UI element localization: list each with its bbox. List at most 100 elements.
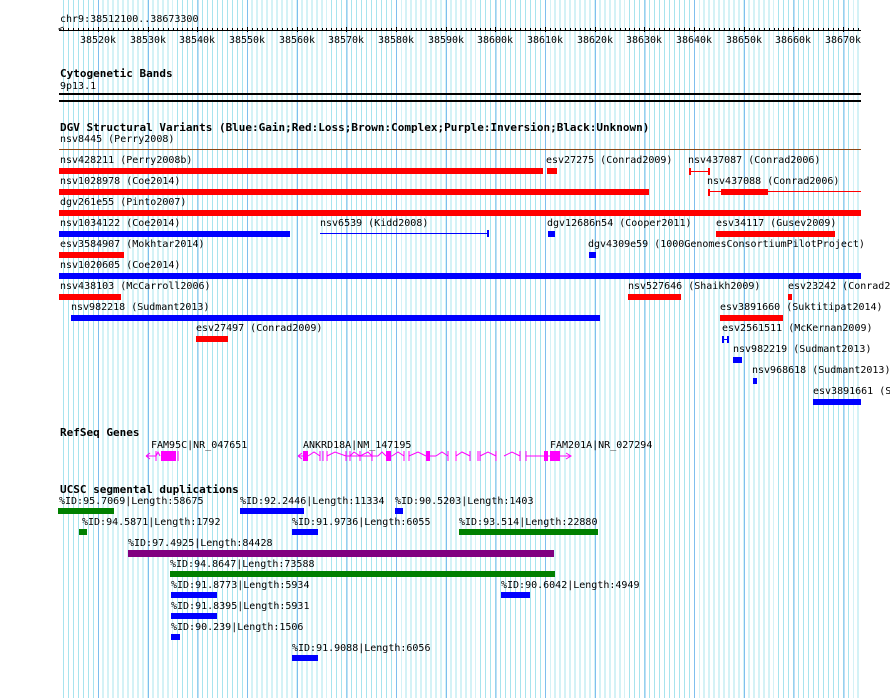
feature-bar[interactable] <box>59 149 861 150</box>
segdup-bar[interactable] <box>501 592 530 598</box>
segdup-label[interactable]: %ID:93.514|Length:22880 <box>459 517 598 528</box>
segdup-bar[interactable] <box>292 655 318 661</box>
feature-label[interactable]: dgv261e55 (Pinto2007) <box>60 197 187 208</box>
segdup-label[interactable]: %ID:91.9088|Length:6056 <box>292 643 431 654</box>
ruler-tick <box>585 28 586 31</box>
scroll-left-arrow-icon[interactable]: < <box>58 24 65 35</box>
ruler-tick-label: 38570k <box>327 35 365 46</box>
feature-label[interactable]: esv3891660 (Suktitipat2014) <box>720 302 883 313</box>
segdup-bar[interactable] <box>240 508 304 514</box>
ruler-tick <box>451 28 452 31</box>
ruler-tick-label: 38670k <box>824 35 862 46</box>
feature-bar[interactable] <box>59 273 861 279</box>
segdup-label[interactable]: %ID:90.239|Length:1506 <box>171 622 304 633</box>
segdup-bar[interactable] <box>292 529 318 535</box>
segdup-bar[interactable] <box>459 529 598 535</box>
feature-label[interactable]: nsv437088 (Conrad2006) <box>707 176 840 187</box>
ruler-tick <box>257 28 258 31</box>
ruler-tick <box>530 28 531 31</box>
feature-label[interactable]: dgv4309e59 (1000GenomesConsortiumPilotPr… <box>588 239 865 250</box>
segdup-label[interactable]: %ID:91.8773|Length:5934 <box>171 580 310 591</box>
feature-bar[interactable] <box>753 378 757 384</box>
feature-label[interactable]: dgv12686n54 (Cooper2011) <box>547 218 692 229</box>
feature-bar[interactable] <box>196 336 228 342</box>
segdup-bar[interactable] <box>58 508 114 514</box>
feature-bar[interactable] <box>733 357 742 363</box>
feature-bar[interactable] <box>59 252 124 258</box>
feature-label[interactable]: esv27497 (Conrad2009) <box>196 323 323 334</box>
feature-bar[interactable] <box>628 294 681 300</box>
gene-label[interactable]: FAM201A|NR_027294 <box>550 440 653 451</box>
feature-label[interactable]: nsv982218 (Sudmant2013) <box>71 302 210 313</box>
gene-fam201a[interactable] <box>526 451 572 461</box>
segdup-bar[interactable] <box>171 634 180 640</box>
segdup-bar[interactable] <box>171 592 217 598</box>
cytoband-label[interactable]: 9p13.1 <box>60 81 97 92</box>
feature-bar[interactable] <box>722 339 728 340</box>
feature-bar[interactable] <box>59 189 649 195</box>
feature-bar[interactable] <box>589 252 596 258</box>
feature-bar[interactable] <box>59 210 861 216</box>
feature-label[interactable]: esv23242 (Conrad2 <box>788 281 890 292</box>
feature-bar[interactable] <box>59 231 290 237</box>
feature-bar[interactable] <box>721 189 768 195</box>
feature-bar[interactable] <box>320 233 488 234</box>
segdup-bar[interactable] <box>79 529 87 535</box>
ruler-tick <box>550 28 551 31</box>
feature-bar[interactable] <box>59 168 543 174</box>
segdup-label[interactable]: %ID:97.4925|Length:84428 <box>128 538 273 549</box>
segdup-label[interactable]: %ID:90.5203|Length:1403 <box>395 496 534 507</box>
feature-bar[interactable] <box>813 399 861 405</box>
ruler-tick <box>505 28 506 31</box>
ruler-tick <box>749 28 750 31</box>
feature-label[interactable]: esv3891661 (S <box>813 386 890 397</box>
ruler-tick <box>401 28 402 31</box>
feature-label[interactable]: nsv8445 (Perry2008) <box>60 134 175 145</box>
gene-ankrd18a[interactable] <box>297 451 527 461</box>
segdup-bar[interactable] <box>171 613 217 619</box>
gene-label[interactable]: FAM95C|NR_047651 <box>151 440 248 451</box>
feature-bar[interactable] <box>720 315 783 321</box>
feature-label[interactable]: nsv527646 (Shaikh2009) <box>628 281 761 292</box>
feature-label[interactable]: nsv428211 (Perry2008b) <box>60 155 193 166</box>
segdup-bar[interactable] <box>395 508 403 514</box>
segdup-label[interactable]: %ID:94.8647|Length:73588 <box>170 559 315 570</box>
segdup-label[interactable]: %ID:94.5871|Length:1792 <box>82 517 221 528</box>
feature-bar[interactable] <box>716 231 835 237</box>
feature-bar[interactable] <box>547 168 557 174</box>
feature-label[interactable]: esv2561511 (McKernan2009) <box>722 323 873 334</box>
feature-label[interactable]: esv27275 (Conrad2009) <box>546 155 673 166</box>
feature-label[interactable]: nsv1028978 (Coe2014) <box>60 176 181 187</box>
feature-bar[interactable] <box>689 171 709 172</box>
feature-bar[interactable] <box>708 191 861 192</box>
feature-label[interactable]: nsv437087 (Conrad2006) <box>688 155 821 166</box>
ruler-tick <box>381 28 382 31</box>
feature-bar[interactable] <box>788 294 792 300</box>
feature-bar[interactable] <box>59 294 121 300</box>
segdup-label[interactable]: %ID:92.2446|Length:11334 <box>240 496 385 507</box>
feature-label[interactable]: nsv1020605 (Coe2014) <box>60 260 181 271</box>
segdup-label[interactable]: %ID:90.6042|Length:4949 <box>501 580 640 591</box>
segdup-bar[interactable] <box>170 571 555 577</box>
feature-label[interactable]: nsv982219 (Sudmant2013) <box>733 344 872 355</box>
feature-label[interactable]: nsv968618 (Sudmant2013) <box>752 365 890 376</box>
gene-models[interactable] <box>0 445 890 465</box>
segdup-label[interactable]: %ID:91.9736|Length:6055 <box>292 517 431 528</box>
segdup-label[interactable]: %ID:95.7069|Length:58675 <box>59 496 204 507</box>
feature-bar[interactable] <box>71 315 600 321</box>
segdup-label[interactable]: %ID:91.8395|Length:5931 <box>171 601 310 612</box>
feature-label[interactable]: esv34117 (Gusev2009) <box>716 218 837 229</box>
feature-label[interactable]: nsv6539 (Kidd2008) <box>320 218 429 229</box>
feature-label[interactable]: nsv438103 (McCarroll2006) <box>60 281 211 292</box>
feature-label[interactable]: nsv1034122 (Coe2014) <box>60 218 181 229</box>
ruler-tick <box>406 28 407 31</box>
ruler-tick <box>515 28 516 31</box>
ruler-tick <box>664 28 665 31</box>
gene-fam95c[interactable] <box>145 450 179 461</box>
ruler-tick <box>232 28 233 31</box>
feature-bar[interactable] <box>548 231 555 237</box>
segdup-bar[interactable] <box>128 550 554 557</box>
ruler-tick <box>545 27 546 32</box>
gene-label[interactable]: ANKRD18A|NM_147195 <box>303 440 412 451</box>
feature-label[interactable]: esv3584907 (Mokhtar2014) <box>60 239 205 250</box>
